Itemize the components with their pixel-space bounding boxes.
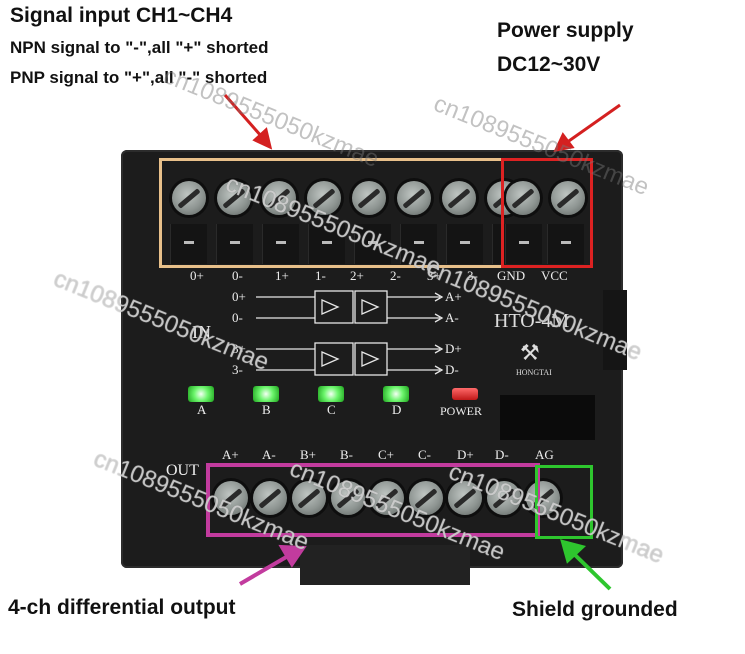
terminal-label-aplus: A+ xyxy=(222,447,239,462)
led-label-b: B xyxy=(262,402,271,417)
brand-logo: ⚒ xyxy=(520,340,540,365)
screw-terminal[interactable] xyxy=(442,181,476,215)
diagram-label-aplus: A+ xyxy=(445,289,462,304)
power-terminals-highlight xyxy=(501,158,593,268)
led-label-a: A xyxy=(197,402,207,417)
terminal-label-aminus: A- xyxy=(262,447,276,462)
led-a xyxy=(188,386,214,402)
terminal-label-1minus: 1- xyxy=(315,268,326,283)
diagram-label-dminus: D- xyxy=(445,362,459,377)
screw-terminal[interactable] xyxy=(409,481,443,515)
led-b xyxy=(253,386,279,402)
wire-socket xyxy=(308,224,345,264)
screw-terminal[interactable] xyxy=(172,181,206,215)
terminal-label-2plus: 2+ xyxy=(350,268,364,283)
screw-terminal[interactable] xyxy=(448,481,482,515)
power-screw-row xyxy=(506,181,585,215)
screw-terminal[interactable] xyxy=(217,181,251,215)
wire-socket xyxy=(354,224,391,264)
npn-wiring-note: NPN signal to "-",all "+" shorted xyxy=(10,38,269,57)
screw-terminal[interactable] xyxy=(292,481,326,515)
terminal-label-ag: AG xyxy=(535,447,554,462)
terminal-label-dplus: D+ xyxy=(457,447,474,462)
brand-name: HONGTAI xyxy=(516,368,552,377)
screw-terminal[interactable] xyxy=(397,181,431,215)
wire-socket xyxy=(505,224,542,264)
wire-socket xyxy=(547,224,584,264)
output-screw-row xyxy=(214,481,560,515)
side-connector xyxy=(500,395,595,440)
diagram-label-0plus: 0+ xyxy=(232,289,246,304)
wire-socket xyxy=(170,224,207,264)
wire-socket xyxy=(400,224,437,264)
shield-title: Shield grounded xyxy=(512,598,678,621)
diagram-label-3plus: 3+ xyxy=(232,341,246,356)
terminal-label-cplus: C+ xyxy=(378,447,395,462)
wire-socket xyxy=(262,224,299,264)
screw-terminal[interactable] xyxy=(526,481,560,515)
led-label-power: POWER xyxy=(440,404,482,418)
led-power xyxy=(452,388,478,400)
input-screw-row xyxy=(172,181,521,215)
wire-socket xyxy=(446,224,483,264)
screw-terminal[interactable] xyxy=(352,181,386,215)
output-title: 4-ch differential output xyxy=(8,596,236,619)
power-supply-voltage: DC12~30V xyxy=(497,53,601,76)
terminal-label-bplus: B+ xyxy=(300,447,317,462)
power-supply-title: Power supply xyxy=(497,19,634,42)
terminal-label-vcc: VCC xyxy=(541,268,568,283)
terminal-label-0plus: 0+ xyxy=(190,268,204,283)
screw-terminal[interactable] xyxy=(551,181,585,215)
wire-socket xyxy=(216,224,253,264)
led-c xyxy=(318,386,344,402)
model-label: HTO-4M xyxy=(494,310,570,332)
terminal-label-0minus: 0- xyxy=(232,268,243,283)
diagram-label-aminus: A- xyxy=(445,310,459,325)
screw-terminal[interactable] xyxy=(487,481,521,515)
din-rail-foot xyxy=(300,545,470,585)
mounting-ear-right xyxy=(603,290,627,370)
led-label-c: C xyxy=(327,402,336,417)
shield-terminal-highlight xyxy=(535,465,593,539)
screw-terminal[interactable] xyxy=(370,481,404,515)
led-d xyxy=(383,386,409,402)
signal-input-title: Signal input CH1~CH4 xyxy=(10,4,233,27)
terminal-label-2minus: 2- xyxy=(390,268,401,283)
terminal-label-bminus: B- xyxy=(340,447,353,462)
pnp-wiring-note: PNP signal to "+",all "-" shorted xyxy=(10,68,268,87)
terminal-label-cminus: C- xyxy=(418,447,431,462)
in-label: IN xyxy=(192,322,211,342)
screw-terminal[interactable] xyxy=(307,181,341,215)
diagram-label-dplus: D+ xyxy=(445,341,462,356)
diagram-label-3minus: 3- xyxy=(232,362,243,377)
screw-terminal[interactable] xyxy=(331,481,365,515)
terminal-label-3minus: 3- xyxy=(467,268,478,283)
screw-terminal[interactable] xyxy=(253,481,287,515)
diagram-label-0minus: 0- xyxy=(232,310,243,325)
terminal-label-gnd: GND xyxy=(497,268,526,283)
terminal-label-1plus: 1+ xyxy=(275,268,289,283)
screw-terminal[interactable] xyxy=(506,181,540,215)
terminal-label-dminus: D- xyxy=(495,447,509,462)
terminal-label-3plus: 3+ xyxy=(427,268,441,283)
led-label-d: D xyxy=(392,402,402,417)
power-socket-row xyxy=(505,224,584,264)
screw-terminal[interactable] xyxy=(262,181,296,215)
screw-terminal[interactable] xyxy=(214,481,248,515)
output-terminals-highlight xyxy=(206,463,540,537)
out-label: OUT xyxy=(166,462,199,479)
